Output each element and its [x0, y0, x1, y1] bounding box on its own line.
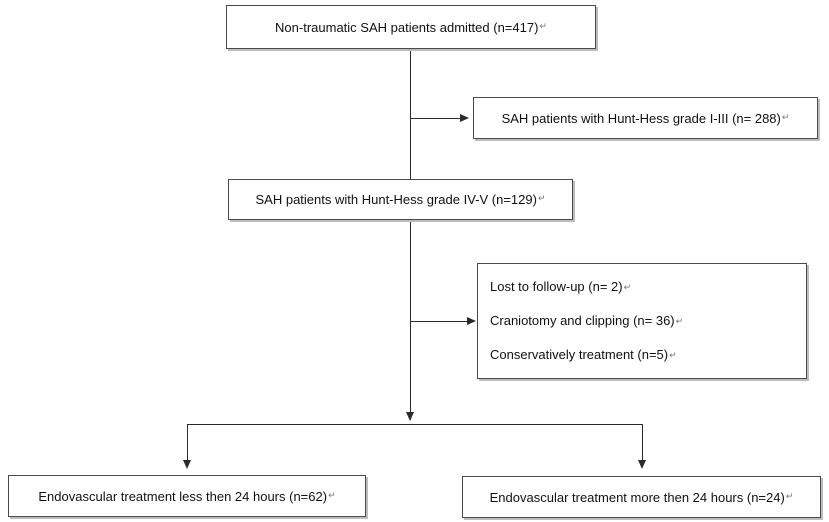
paragraph-mark-icon: ↵ [669, 350, 677, 360]
excluded-row-conservative: Conservatively treatment (n=5)↵ [490, 347, 677, 362]
box-endo-less-label: Endovascular treatment less then 24 hour… [38, 488, 328, 504]
box-grade-low-label: SAH patients with Hunt-Hess grade I-III … [501, 110, 781, 126]
arrow-to-endo-more [638, 460, 646, 469]
excluded-row-clipping: Craniotomy and clipping (n= 36)↵ [490, 313, 683, 328]
box-admitted: Non-traumatic SAH patients admitted (n=4… [226, 5, 596, 49]
box-endo-less: Endovascular treatment less then 24 hour… [8, 475, 366, 517]
excluded-lost-label: Lost to follow-up (n= 2) [490, 279, 623, 294]
connector-top-main [410, 49, 411, 179]
paragraph-mark-icon: ↵ [785, 490, 794, 501]
connector-split-left [187, 424, 188, 462]
connector-to-grade-low [410, 118, 462, 119]
excluded-row-lost: Lost to follow-up (n= 2)↵ [490, 279, 631, 294]
connector-mid-main [410, 220, 411, 420]
box-grade-high-label: SAH patients with Hunt-Hess grade IV-V (… [255, 192, 537, 207]
excluded-clipping-label: Craniotomy and clipping (n= 36) [490, 313, 675, 328]
connector-to-excluded [410, 321, 468, 322]
box-admitted-label: Non-traumatic SAH patients admitted (n=4… [275, 19, 539, 35]
paragraph-mark-icon: ↵ [328, 489, 336, 500]
connector-split-horizontal [187, 424, 643, 425]
box-grade-low: SAH patients with Hunt-Hess grade I-III … [473, 97, 818, 139]
box-endo-more-label: Endovascular treatment more then 24 hour… [489, 489, 785, 505]
arrow-to-excluded [467, 317, 476, 325]
paragraph-mark-icon: ↵ [623, 282, 632, 292]
excluded-conservative-label: Conservatively treatment (n=5) [490, 347, 669, 362]
box-excluded: Lost to follow-up (n= 2)↵ Craniotomy and… [477, 263, 807, 379]
box-endo-more: Endovascular treatment more then 24 hour… [462, 476, 821, 518]
box-grade-high: SAH patients with Hunt-Hess grade IV-V (… [228, 179, 573, 220]
paragraph-mark-icon: ↵ [537, 193, 546, 203]
arrow-to-endo-less [183, 460, 191, 469]
arrow-to-grade-low [460, 114, 469, 122]
paragraph-mark-icon: ↵ [675, 316, 684, 326]
arrow-to-split [406, 412, 414, 421]
paragraph-mark-icon: ↵ [539, 20, 547, 31]
connector-split-right [642, 424, 643, 462]
paragraph-mark-icon: ↵ [781, 111, 790, 122]
